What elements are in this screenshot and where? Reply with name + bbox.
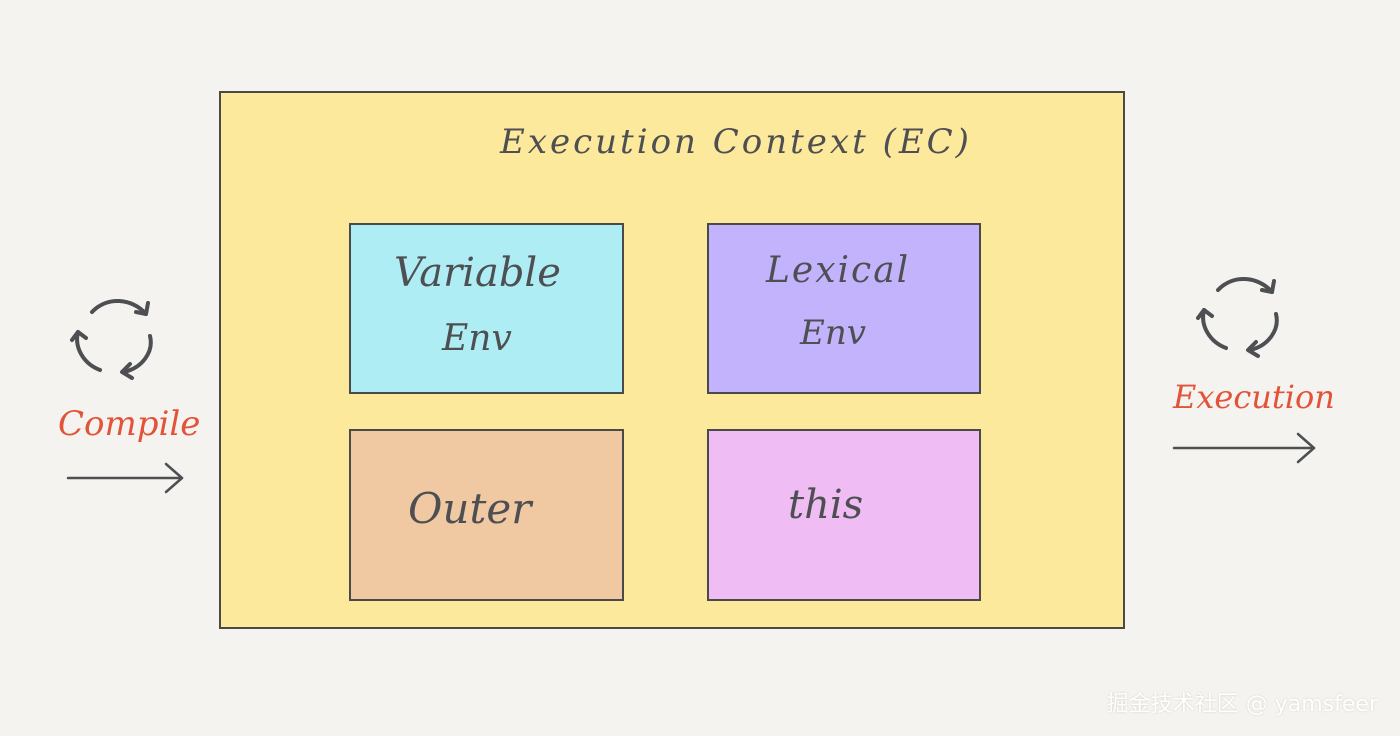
lexical-env-label-line2: Env [800,313,866,353]
cycle-arrows-icon [70,298,153,380]
execution-label: Execution [1173,378,1335,416]
cycle-arrows-icon [1196,276,1279,358]
execution-context-title: Execution Context (EC) [500,122,972,162]
variable-env-label-line1: Variable [394,250,561,296]
compile-label: Compile [58,404,201,444]
arrow-right-icon [66,462,184,494]
this-label: this [788,482,864,528]
arrow-right-icon [1172,432,1316,464]
lexical-env-label-line1: Lexical [766,250,911,291]
outer-label: Outer [408,484,532,533]
this-cell [707,429,981,601]
variable-env-label-line2: Env [442,318,512,359]
outer-cell [349,429,624,601]
lexical-env-cell [707,223,981,394]
watermark: 掘金技术社区 @ yamsfeer [1106,692,1378,717]
variable-env-cell [349,223,624,394]
